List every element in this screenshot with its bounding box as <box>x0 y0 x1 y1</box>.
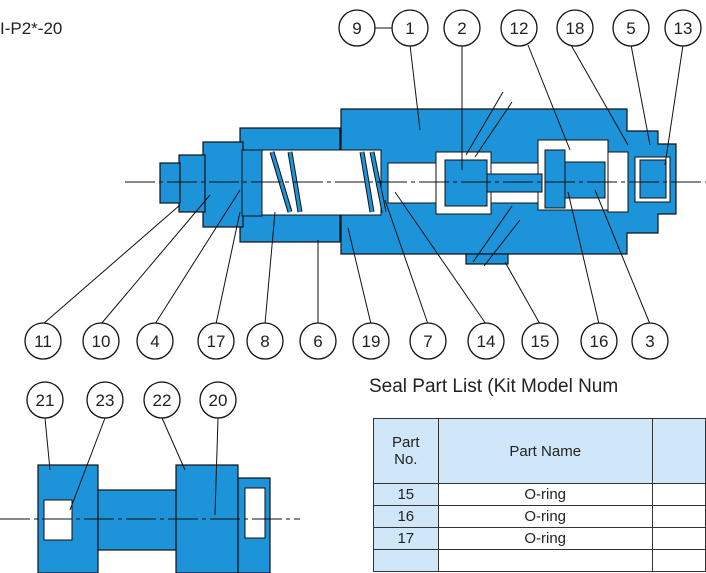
callout-23: 23 <box>96 391 115 410</box>
cell-part-name <box>437 549 653 572</box>
table-row: 17 O-ring <box>373 527 706 550</box>
cell-cut-off <box>651 505 706 528</box>
callout-8: 8 <box>260 332 269 351</box>
section-break-lines <box>465 91 521 267</box>
callout-12: 12 <box>510 19 529 38</box>
callout-19: 19 <box>362 332 381 351</box>
callout-7: 7 <box>423 332 432 351</box>
cell-cut-off <box>651 527 706 550</box>
table-header-row: Part No. Part Name <box>373 418 706 484</box>
callout-circles-top <box>338 9 702 47</box>
cell-part-no: 16 <box>373 505 439 528</box>
cell-cut-off <box>651 483 706 506</box>
callout-18: 18 <box>566 19 585 38</box>
callout-6: 6 <box>313 332 322 351</box>
table-row <box>373 549 706 572</box>
callout-16: 16 <box>590 332 609 351</box>
header-cut-off <box>651 418 706 484</box>
seal-part-table: Part No. Part Name 15 O-ring 16 O-ring 1… <box>373 418 706 572</box>
callout-22: 22 <box>153 391 172 410</box>
callout-11: 11 <box>34 332 52 351</box>
cell-part-name: O-ring <box>437 527 653 550</box>
callout-10: 10 <box>92 332 111 351</box>
callout-circles-bottom <box>24 322 669 360</box>
spool-parts <box>241 149 667 217</box>
sub-callout-circles <box>26 381 237 419</box>
sub-assembly-bores <box>43 487 266 541</box>
callout-5: 5 <box>626 19 635 38</box>
callout-3: 3 <box>645 332 654 351</box>
seal-part-table-container: Part No. Part Name 15 O-ring 16 O-ring 1… <box>373 418 706 573</box>
callout-1: 1 <box>405 19 414 38</box>
cell-part-no <box>373 549 439 572</box>
callout-15: 15 <box>531 332 550 351</box>
sub-leader-lines <box>44 417 219 516</box>
callout-20: 20 <box>209 391 228 410</box>
seal-list-title: Seal Part List (Kit Model Num <box>369 376 619 397</box>
callout-13: 13 <box>674 19 693 38</box>
callout-17: 17 <box>207 332 226 351</box>
callout-14: 14 <box>477 332 496 351</box>
table-row: 15 O-ring <box>373 483 706 506</box>
callout-2: 2 <box>457 19 466 38</box>
table-row: 16 O-ring <box>373 505 706 528</box>
callout-21: 21 <box>36 391 55 410</box>
cell-part-no: 15 <box>373 483 439 506</box>
callout-4: 4 <box>150 332 159 351</box>
model-number-label: I-P2*-20 <box>0 19 63 38</box>
callout-leader-lines <box>42 27 684 325</box>
callout-9: 9 <box>352 19 361 38</box>
cell-cut-off <box>651 549 706 572</box>
cell-part-name: O-ring <box>437 505 653 528</box>
header-part-name: Part Name <box>437 418 653 484</box>
header-part-no: Part No. <box>373 418 439 484</box>
cell-part-name: O-ring <box>437 483 653 506</box>
cell-part-no: 17 <box>373 527 439 550</box>
